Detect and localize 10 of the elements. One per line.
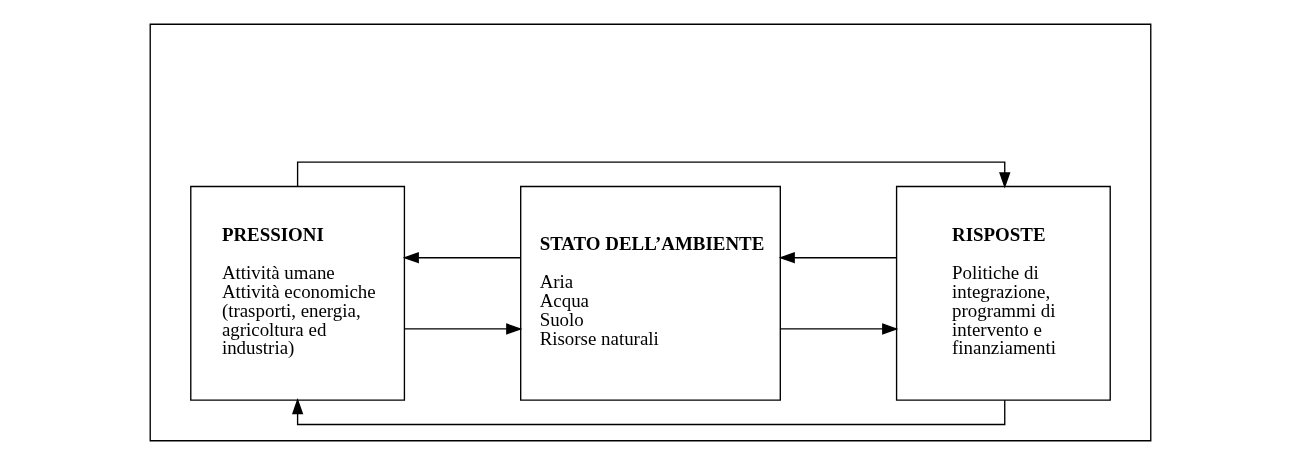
arrow: [296, 161, 1010, 189]
arrow: [402, 252, 521, 264]
arrow: [291, 398, 1005, 426]
arrow: [779, 323, 898, 335]
arrow: [778, 252, 897, 264]
node-box: STATO DELL’AMBIENTE Aria Acqua Suolo Risorse naturali: [519, 185, 781, 401]
arrow: [403, 323, 522, 335]
cluster: [149, 23, 1151, 442]
node-box: PRESSIONI Attività umane Attività economiche (trasporti, energia, agricoltura ed industria): [189, 185, 405, 401]
node-box: RISPOSTE Politiche di integrazione, programmi di intervento e finanziamenti: [895, 185, 1111, 401]
